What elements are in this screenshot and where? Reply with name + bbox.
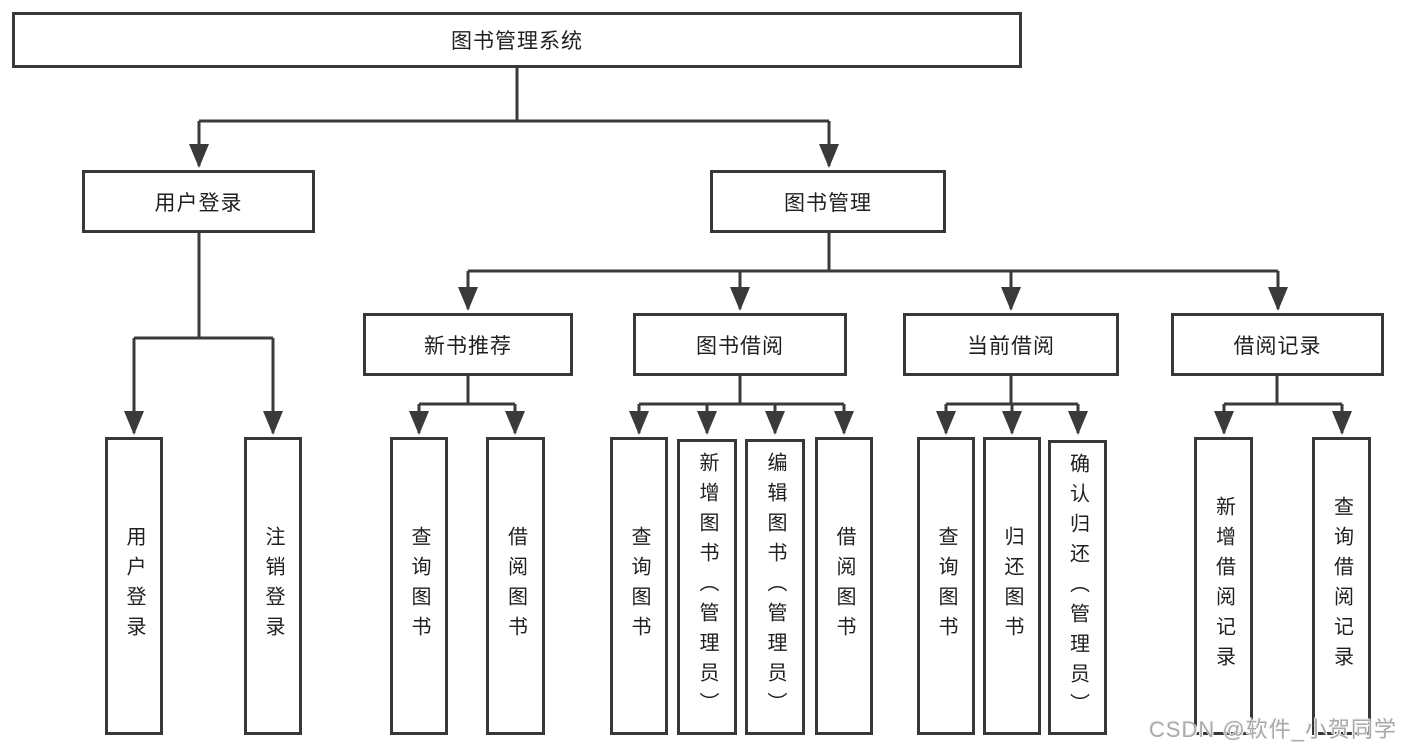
node-borrow-records-label: 借阅记录 xyxy=(1233,334,1322,358)
leaf-records-add-record-label: 新增借阅记录 xyxy=(1212,496,1235,676)
leaf-recommend-borrow-books-label: 借阅图书 xyxy=(504,526,527,646)
leaf-borrow-query-books-label: 查询图书 xyxy=(628,526,650,646)
node-book-management: 图书管理 xyxy=(710,170,946,233)
leaf-borrow-add-books-label: 新增图书（管理员） xyxy=(696,452,718,722)
leaf-borrow-borrow-books-label: 借阅图书 xyxy=(833,526,855,646)
leaf-current-confirm-return-label: 确认归还（管理员） xyxy=(1066,452,1089,723)
leaf-logout-label: 注销登录 xyxy=(262,526,284,646)
node-book-borrow-label: 图书借阅 xyxy=(696,334,784,358)
leaf-records-query-record: 查询借阅记录 xyxy=(1312,437,1371,735)
leaf-current-return-books: 归还图书 xyxy=(983,437,1041,735)
leaf-borrow-edit-books: 编辑图书（管理员） xyxy=(745,439,805,735)
trunk-root xyxy=(199,68,829,123)
node-new-book-recommend-label: 新书推荐 xyxy=(424,334,512,358)
leaf-records-add-record: 新增借阅记录 xyxy=(1194,437,1253,735)
leaf-current-query-books-label: 查询图书 xyxy=(935,526,957,646)
trunk-current-borrow xyxy=(946,376,1078,406)
leaf-borrow-edit-books-label: 编辑图书（管理员） xyxy=(764,452,786,722)
watermark: CSDN @软件_小贺同学 xyxy=(1148,717,1397,742)
leaf-recommend-query-books-label: 查询图书 xyxy=(408,526,430,646)
leaf-logout: 注销登录 xyxy=(244,437,302,735)
node-book-borrow: 图书借阅 xyxy=(633,313,847,376)
leaf-records-query-record-label: 查询借阅记录 xyxy=(1330,496,1353,676)
leaf-user-login: 用户登录 xyxy=(105,437,163,735)
leaf-borrow-borrow-books: 借阅图书 xyxy=(815,437,873,735)
node-new-book-recommend: 新书推荐 xyxy=(363,313,573,376)
leaf-borrow-add-books: 新增图书（管理员） xyxy=(677,439,737,735)
leaf-recommend-borrow-books: 借阅图书 xyxy=(486,437,545,735)
node-root: 图书管理系统 xyxy=(12,12,1022,68)
leaf-current-confirm-return: 确认归还（管理员） xyxy=(1048,440,1107,735)
trunk-book-borrow xyxy=(639,376,844,406)
node-user-login: 用户登录 xyxy=(82,170,315,233)
trunk-borrow-records xyxy=(1224,376,1342,406)
node-current-borrow: 当前借阅 xyxy=(903,313,1119,376)
node-book-management-label: 图书管理 xyxy=(784,191,872,215)
trunk-user-login xyxy=(134,233,273,340)
leaf-user-login-label: 用户登录 xyxy=(123,526,145,646)
node-root-label: 图书管理系统 xyxy=(451,30,583,53)
leaf-current-return-books-label: 归还图书 xyxy=(1001,526,1023,646)
node-borrow-records: 借阅记录 xyxy=(1171,313,1384,376)
node-current-borrow-label: 当前借阅 xyxy=(967,334,1055,358)
trunk-new-book-recommend xyxy=(419,376,515,406)
leaf-recommend-query-books: 查询图书 xyxy=(390,437,448,735)
node-user-login-label: 用户登录 xyxy=(154,191,243,215)
trunk-book-management xyxy=(468,233,1278,273)
leaf-borrow-query-books: 查询图书 xyxy=(610,437,668,735)
leaf-current-query-books: 查询图书 xyxy=(917,437,975,735)
